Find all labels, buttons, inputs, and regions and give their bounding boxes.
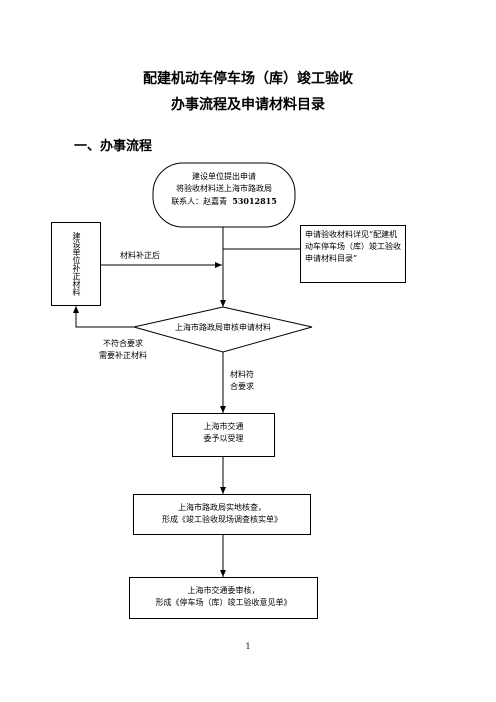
arrow-fail <box>73 306 134 328</box>
note-line1: 申请验收材料详见“配建机 <box>305 230 398 239</box>
contact-name: 联系人：赵嘉青 <box>171 197 228 206</box>
note-line3: 申请材料目录” <box>305 254 358 263</box>
label-supplement: 材料补正后 <box>120 251 160 260</box>
label-fail-2: 需要补正材料 <box>99 351 147 360</box>
label-pass-1: 材料符 <box>230 370 254 379</box>
label-pass-2: 合要求 <box>230 382 254 391</box>
doc-title-line1: 配建机动车停车场（库）竣工验收 <box>143 71 353 87</box>
section-heading: 一、办事流程 <box>74 139 153 154</box>
decision-text: 上海市路政局审核申请材料 <box>175 323 271 332</box>
doc-title-line2: 办事流程及申请材料目录 <box>171 97 325 113</box>
note-line2: 动车停车场（库）竣工验收 <box>305 242 401 251</box>
accept-box: 上海市交通 委予以受理 <box>172 413 275 457</box>
label-fail: 不符合要求 需要补正材料 <box>93 338 153 362</box>
label-fail-1: 不符合要求 <box>103 339 143 348</box>
start-line1: 建设单位提出申请 <box>192 172 256 181</box>
start-oval <box>152 162 296 228</box>
accept-line2: 委予以受理 <box>203 434 244 443</box>
contact-phone: 53012815 <box>232 196 277 206</box>
decision-diamond <box>133 306 313 353</box>
review-line1: 上海市交通委审核， <box>187 586 260 595</box>
page-number: 1 <box>245 642 251 651</box>
inspect-box: 上海市路政局实地核查， 形成《竣工验收现场调查核实单》 <box>133 494 311 535</box>
review-box: 上海市交通委审核， 形成《停车场（库）竣工验收意见单》 <box>129 577 318 619</box>
start-node: 建设单位提出申请 将验收材料送上海市路政局 联系人：赵嘉青 53012815 <box>153 171 295 208</box>
note-box: 申请验收材料详见“配建机 动车停车场（库）竣工验收 申请材料目录” <box>300 225 406 283</box>
supplement-box: 建设单位补正材料 <box>51 222 101 306</box>
supplement-box-text: 建设单位补正材料 <box>72 232 81 296</box>
accept-line1: 上海市交通 <box>203 422 244 431</box>
review-line2: 形成《停车场（库）竣工验收意见单》 <box>155 598 292 607</box>
start-line3: 联系人：赵嘉青 53012815 <box>153 195 295 208</box>
label-pass: 材料符 合要求 <box>230 369 254 393</box>
inspect-line2: 形成《竣工验收现场调查核实单》 <box>162 515 282 524</box>
inspect-line1: 上海市路政局实地核查， <box>178 503 266 512</box>
start-line2: 将验收材料送上海市路政局 <box>176 184 272 193</box>
